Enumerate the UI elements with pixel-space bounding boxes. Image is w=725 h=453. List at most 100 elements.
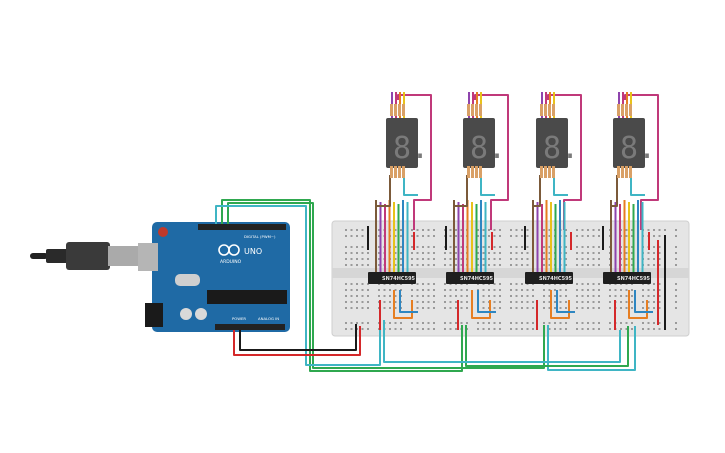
- resistor-2-top-4[interactable]: [479, 104, 482, 116]
- wire-orange-loop-4[interactable]: [628, 290, 648, 319]
- resistor-3-bottom-1[interactable]: [540, 166, 543, 178]
- shift-register-chip-1[interactable]: SN74HC595: [368, 272, 416, 284]
- wire-blue-loop-3[interactable]: [556, 290, 575, 313]
- wire-cyan-chain-2[interactable]: [383, 320, 621, 363]
- wire-bottom-brown-3[interactable]: [533, 175, 541, 207]
- resistor-1-top-2[interactable]: [394, 104, 397, 116]
- wire-magenta-loop-1[interactable]: [397, 94, 432, 230]
- shift-register-chip-4[interactable]: SN74HC595: [603, 272, 651, 284]
- analog-label: ANALOG IN: [258, 316, 279, 321]
- wire-bottom-cyan-4[interactable]: [630, 175, 645, 196]
- wire-bottom-brown-4[interactable]: [611, 175, 618, 207]
- resistor-4-top-2[interactable]: [621, 104, 624, 116]
- chip-label: SN74HC595: [617, 276, 651, 282]
- wire-orange-loop-3[interactable]: [550, 290, 570, 319]
- usb-port: [138, 243, 158, 271]
- resistor-1-bottom-4[interactable]: [402, 166, 405, 178]
- resistor-1-bottom-2[interactable]: [394, 166, 397, 178]
- resistor-4-top-3[interactable]: [625, 104, 628, 116]
- digital-header[interactable]: [198, 224, 286, 230]
- crystal: [175, 274, 200, 286]
- wire-bottom-brown-1[interactable]: [376, 175, 391, 207]
- atmega-chip: [207, 290, 287, 304]
- resistor-2-bottom-4[interactable]: [479, 166, 482, 178]
- chip-label: SN74HC595: [382, 276, 416, 282]
- resistor-1-top-1[interactable]: [390, 104, 393, 116]
- chip-body: [603, 272, 651, 284]
- digital-label: DIGITAL (PWM~): [244, 234, 276, 239]
- resistor-2-bottom-1[interactable]: [467, 166, 470, 178]
- display-digit: 8.: [393, 131, 429, 166]
- breadboard-center-channel: [332, 268, 689, 278]
- resistor-4-bottom-3[interactable]: [625, 166, 628, 178]
- reset-button[interactable]: [158, 227, 168, 237]
- wire-bottom-brown-2[interactable]: [454, 175, 468, 207]
- resistor-4-top-4[interactable]: [629, 104, 632, 116]
- display-digit: 8.: [620, 131, 656, 166]
- wire-blue-loop-4[interactable]: [634, 290, 653, 313]
- chip-label: SN74HC595: [460, 276, 494, 282]
- seven-segment-display-1[interactable]: 8.: [386, 104, 429, 178]
- wire-blue-loop-1[interactable]: [399, 290, 418, 313]
- shift-register-chip-3[interactable]: SN74HC595: [525, 272, 573, 284]
- chip-body: [446, 272, 494, 284]
- resistor-3-top-1[interactable]: [540, 104, 543, 116]
- resistor-2-bottom-3[interactable]: [475, 166, 478, 178]
- chip-body: [368, 272, 416, 284]
- wire-magenta-loop-2[interactable]: [474, 94, 509, 230]
- resistor-3-bottom-3[interactable]: [548, 166, 551, 178]
- resistor-4-bottom-1[interactable]: [617, 166, 620, 178]
- resistor-3-top-2[interactable]: [544, 104, 547, 116]
- resistor-3-bottom-4[interactable]: [552, 166, 555, 178]
- resistor-2-bottom-2[interactable]: [471, 166, 474, 178]
- wire-orange-loop-2[interactable]: [471, 290, 491, 319]
- wire-green-chain-3[interactable]: [465, 325, 629, 367]
- display-body: [613, 118, 645, 168]
- resistor-1-bottom-3[interactable]: [398, 166, 401, 178]
- seven-segment-displays: 8. 8. 8. 8.: [386, 104, 656, 178]
- resistor-1-top-4[interactable]: [402, 104, 405, 116]
- wire-bottom-cyan-1[interactable]: [403, 175, 418, 196]
- wire-green-clock[interactable]: [221, 199, 463, 372]
- seven-segment-display-3[interactable]: 8.: [536, 104, 579, 178]
- wire-red-5v[interactable]: [233, 326, 361, 356]
- power-analog-header[interactable]: [215, 324, 285, 330]
- arduino-brand-text: ARDUINO: [220, 259, 242, 265]
- wire-black-gnd[interactable]: [239, 324, 357, 351]
- seven-segment-display-2[interactable]: 8.: [463, 104, 506, 178]
- resistor-2-top-2[interactable]: [471, 104, 474, 116]
- wire-bottom-cyan-3[interactable]: [553, 175, 568, 196]
- capacitor-1: [180, 308, 192, 320]
- chip-body: [525, 272, 573, 284]
- wire-cyan-latch[interactable]: [215, 205, 381, 366]
- wire-bottom-cyan-2[interactable]: [480, 175, 495, 196]
- display-digit: 8.: [543, 131, 579, 166]
- resistor-4-bottom-4[interactable]: [629, 166, 632, 178]
- resistor-3-bottom-2[interactable]: [544, 166, 547, 178]
- usb-cable[interactable]: [30, 242, 138, 270]
- wire-blue-loop-2[interactable]: [477, 290, 496, 313]
- arduino-uno-board[interactable]: ARDUINO UNO DIGITAL (PWM~) POWER ANALOG …: [138, 222, 290, 332]
- resistor-4-bottom-2[interactable]: [621, 166, 624, 178]
- power-jack: [145, 303, 163, 327]
- resistor-1-bottom-1[interactable]: [390, 166, 393, 178]
- wire-magenta-loop-4[interactable]: [624, 94, 659, 230]
- resistor-2-top-3[interactable]: [475, 104, 478, 116]
- shift-register-chip-2[interactable]: SN74HC595: [446, 272, 494, 284]
- display-body: [386, 118, 418, 168]
- resistor-3-top-3[interactable]: [548, 104, 551, 116]
- resistor-1-top-3[interactable]: [398, 104, 401, 116]
- wire-orange-loop-1[interactable]: [393, 290, 413, 319]
- arduino-model-text: UNO: [244, 247, 262, 256]
- shift-register-chips: SN74HC595 SN74HC595 SN74HC595 SN74HC595: [368, 272, 651, 284]
- capacitor-2: [195, 308, 207, 320]
- display-body: [536, 118, 568, 168]
- resistor-2-top-1[interactable]: [467, 104, 470, 116]
- wire-cyan-chain-4[interactable]: [547, 325, 636, 371]
- display-body: [463, 118, 495, 168]
- power-label: POWER: [232, 316, 246, 321]
- resistor-3-top-4[interactable]: [552, 104, 555, 116]
- resistor-4-top-1[interactable]: [617, 104, 620, 116]
- seven-segment-display-4[interactable]: 8.: [613, 104, 656, 178]
